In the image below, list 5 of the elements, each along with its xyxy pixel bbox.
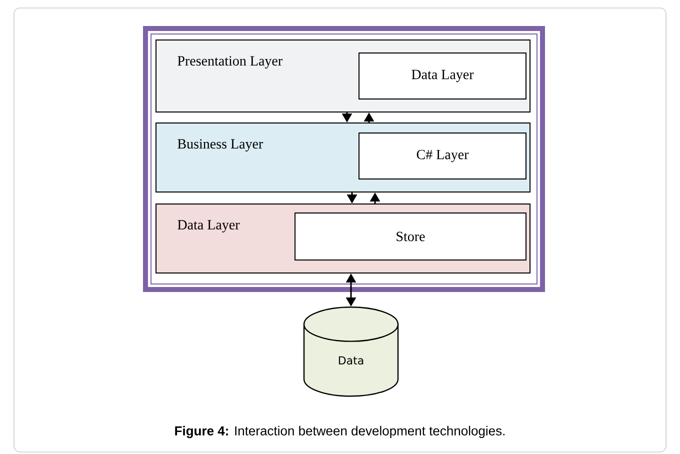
caption: Figure 4: Interaction between development technologies. — [175, 426, 504, 438]
layer-box: Data Layer — [358, 52, 526, 100]
layer-box: Store — [294, 212, 526, 260]
database-cylinder: Data — [303, 306, 399, 397]
layer-box: C# Layer — [358, 132, 526, 180]
